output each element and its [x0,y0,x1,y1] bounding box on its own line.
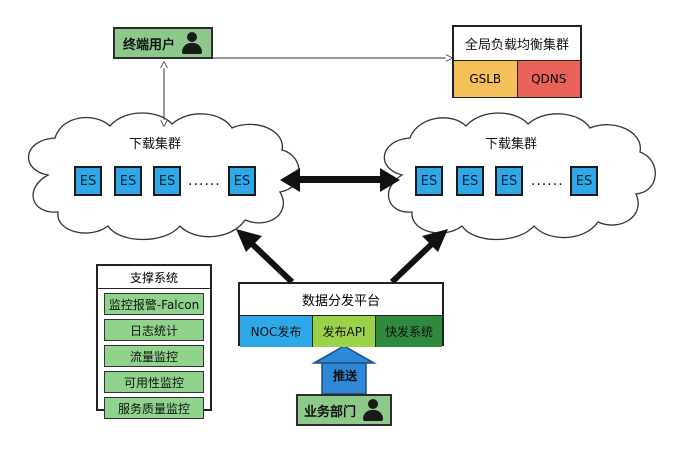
gslb-cluster-box: 全局负载均衡集群 GSLB QDNS [452,25,582,98]
support-item-availability-monitor[interactable]: 可用性监控 [104,371,204,393]
left-cluster-title: 下载集群 [128,137,181,152]
left-es-node-1[interactable]: ES [74,166,102,196]
support-item-traffic-monitor[interactable]: 流量监控 [104,345,204,367]
gslb-cell[interactable]: GSLB [454,61,518,97]
noc-publish-cell[interactable]: NOC发布 [240,316,313,347]
push-label: 推送 [332,369,357,383]
support-item-log-stats[interactable]: 日志统计 [104,319,204,341]
end-user-box[interactable]: 终端用户 [113,27,213,59]
support-item-monitoring-alarm[interactable]: 监控报警-Falcon [104,293,204,315]
platform-to-right-arrow [389,229,448,285]
fast-publish-cell[interactable]: 快发系统 [376,316,442,347]
right-es-node-3[interactable]: ES [495,166,523,196]
right-es-node-4[interactable]: ES [570,166,598,196]
gslb-cluster-title: 全局负载均衡集群 [454,27,580,61]
qdns-cell[interactable]: QDNS [517,61,580,97]
user-icon [362,399,384,421]
platform-title: 数据分发平台 [240,284,442,316]
left-cluster-ellipsis: ...... [188,173,221,189]
support-system-title: 支撑系统 [98,266,210,289]
right-cluster-ellipsis: ...... [531,173,564,189]
user-icon [181,32,203,54]
publish-api-cell[interactable]: 发布API [313,316,376,347]
right-es-node-1[interactable]: ES [415,166,443,196]
platform-to-left-arrow [236,229,295,285]
support-system-box: 支撑系统 监控报警-Falcon 日志统计 流量监控 可用性监控 服务质量监控 [96,264,212,419]
business-dept-box[interactable]: 业务部门 [296,394,392,426]
end-user-label: 终端用户 [122,37,175,53]
left-es-node-3[interactable]: ES [153,166,181,196]
support-item-qos-monitor[interactable]: 服务质量监控 [104,397,204,419]
left-es-node-2[interactable]: ES [114,166,142,196]
cluster-sync-arrow [280,168,400,192]
right-es-node-2[interactable]: ES [456,166,484,196]
left-es-node-4[interactable]: ES [228,166,256,196]
push-arrow [311,345,377,395]
business-dept-label: 业务部门 [303,404,356,420]
right-cluster-title: 下载集群 [484,137,537,152]
data-distribution-platform: 数据分发平台 NOC发布 发布API 快发系统 [238,282,444,347]
